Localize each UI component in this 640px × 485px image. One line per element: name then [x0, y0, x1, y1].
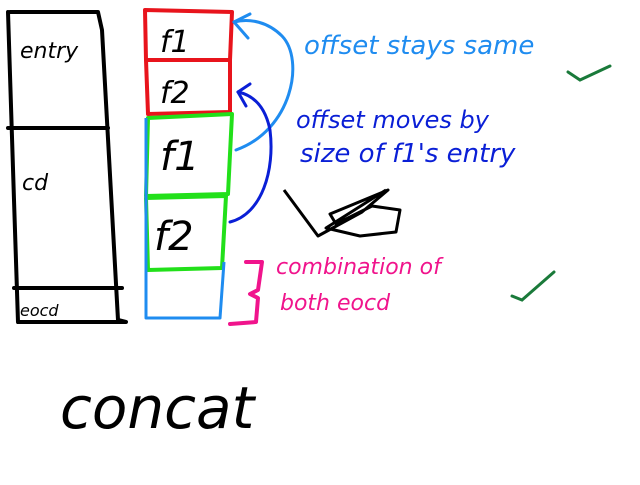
left-zip-stack: [6, 10, 128, 324]
combined-stack-outline: [144, 118, 226, 320]
offset-moves-arrow: [228, 82, 273, 224]
red-box-2: [144, 58, 232, 116]
box-label-f1-bottom: f1: [160, 134, 200, 180]
offset-moves-note-2: size of f1's entry: [300, 139, 516, 169]
entry-label: entry: [20, 39, 79, 64]
offset-same-note: offset stays same: [304, 31, 534, 61]
bottom-label: concat: [60, 374, 257, 442]
red-file-boxes: [143, 8, 234, 116]
checkmark-icon: [566, 64, 612, 82]
eocd-label: eocd: [20, 301, 59, 320]
cd-label: cd: [22, 171, 49, 196]
offset-moves-note-1: offset moves by: [296, 106, 490, 134]
combination-note-2: both eocd: [280, 291, 391, 316]
box-label-f2-top: f2: [160, 76, 190, 111]
combination-note-1: combination of: [276, 255, 444, 280]
box-label-f1-top: f1: [160, 25, 190, 60]
offset-same-arrow: [232, 12, 295, 152]
checkmark-icon: [510, 270, 556, 302]
scribble-mark: [282, 188, 402, 238]
left-stack-outline: [6, 10, 128, 324]
curly-brace: [228, 260, 264, 326]
box-label-f2-bottom: f2: [154, 214, 194, 260]
